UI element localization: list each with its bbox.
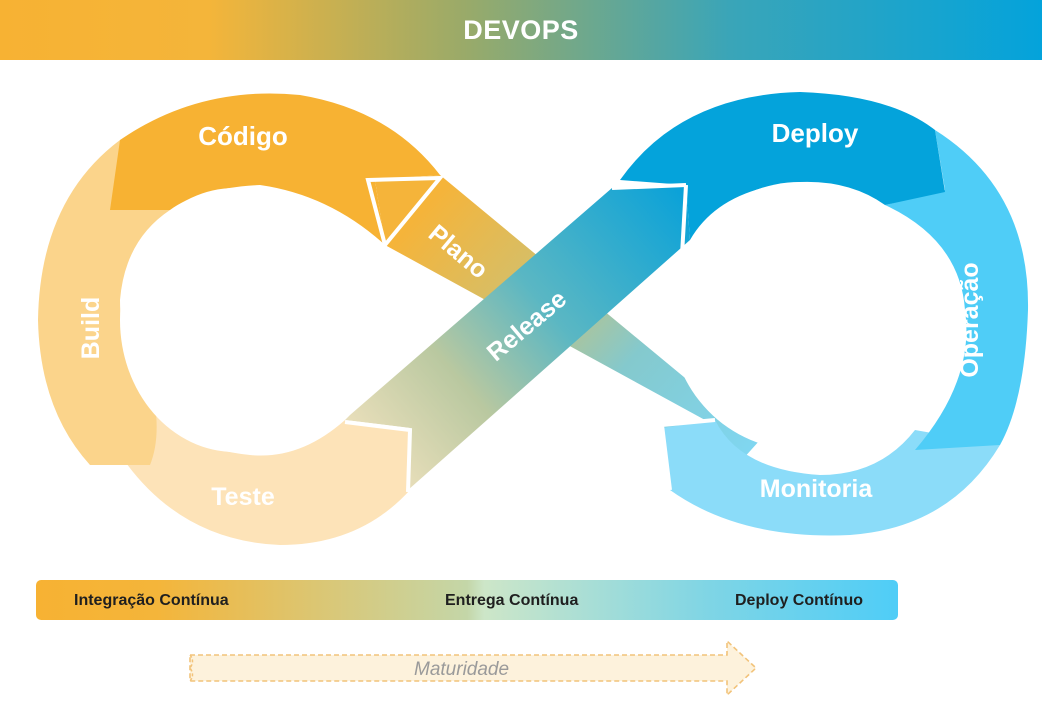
- teste-segment: [100, 405, 410, 545]
- stage-label-monitoria: Monitoria: [760, 475, 874, 503]
- teste-arrow-outline: [344, 420, 413, 493]
- page-title: DEVOPS: [463, 14, 579, 45]
- stage-label-teste: Teste: [211, 483, 275, 511]
- entrega-continua-label: Entrega Contínua: [445, 592, 579, 609]
- devops-banner: DEVOPS: [0, 0, 1042, 60]
- operacao-segment: [885, 130, 1029, 450]
- codigo-segment: [110, 93, 440, 245]
- deploy-segment: [620, 92, 945, 240]
- monitoria-arrow-outline: [660, 418, 716, 491]
- plano-arrow-outline: [365, 175, 445, 250]
- devops-infinity-diagram: Código Build Teste Plano Release Deploy …: [38, 92, 1029, 545]
- stage-label-codigo: Código: [198, 121, 288, 151]
- maturity-arrow: [189, 639, 758, 697]
- stage-label-deploy: Deploy: [772, 118, 859, 148]
- monitoria-segment: [662, 420, 1000, 536]
- integracao-continua-label: Integração Contínua: [74, 592, 229, 609]
- continuous-practices-bar: Integração Contínua Entrega Contínua Dep…: [36, 580, 898, 620]
- stage-label-operacao: Operação: [956, 262, 984, 377]
- maturity-arrow-shape: [189, 639, 758, 697]
- release-band: [345, 185, 690, 490]
- right-loop-hole: [670, 182, 930, 450]
- deploy-continuo-label: Deploy Contínuo: [735, 592, 863, 609]
- stage-label-build: Build: [77, 297, 105, 360]
- release-arrow-outline: [611, 183, 688, 256]
- left-loop-hole: [120, 188, 350, 452]
- maturity-label: Maturidade: [414, 659, 510, 680]
